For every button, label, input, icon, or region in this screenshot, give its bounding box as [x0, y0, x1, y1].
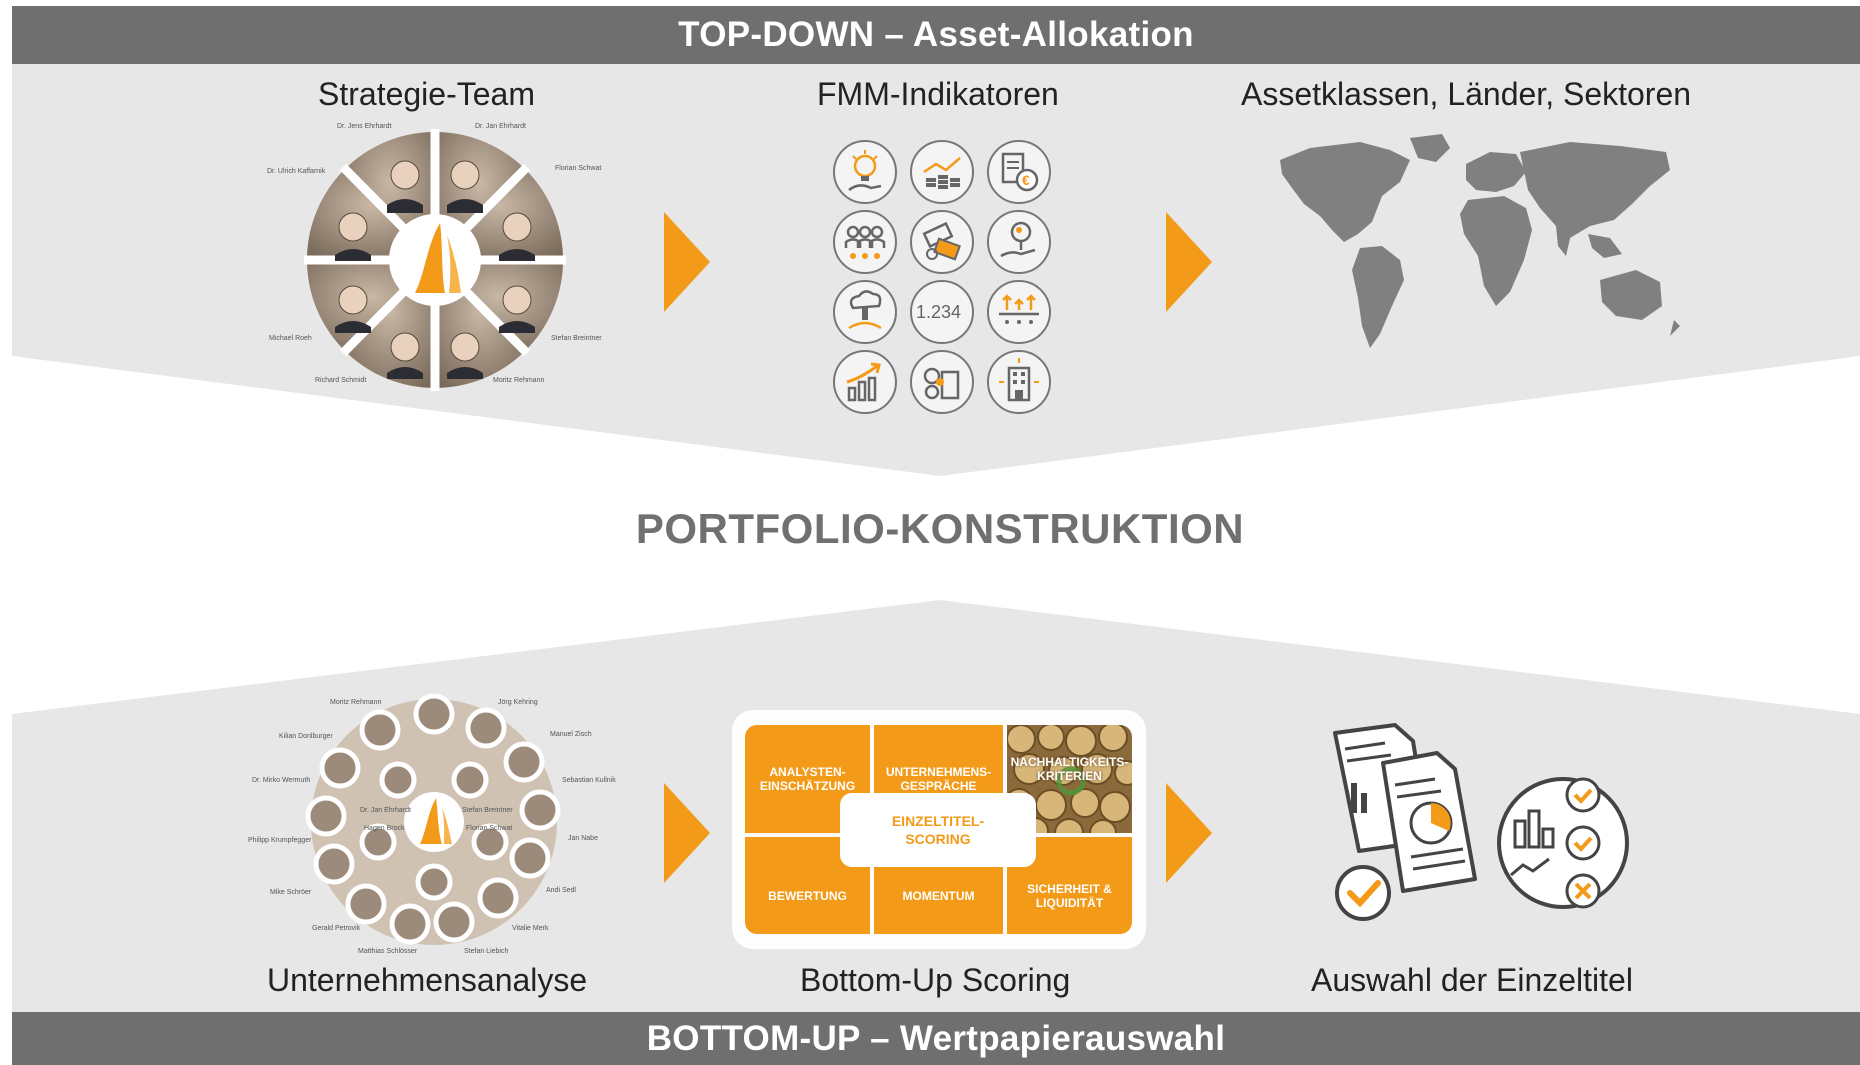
analyst-name: Matthias Schlösser	[358, 948, 418, 955]
analyst-name: Hagen Brock	[364, 825, 405, 832]
checklist-circle-icon	[1497, 777, 1629, 909]
bottom-up-scoring-title: Bottom-Up Scoring	[800, 962, 1071, 998]
team-name: Dr. Jan Ehrhardt	[475, 123, 526, 130]
south-america	[1352, 246, 1404, 348]
arrow-right-icon	[1166, 212, 1212, 312]
analyst-name: Philipp Krumpfegger	[248, 837, 312, 844]
bottom-up-band: BOTTOM-UP – Wertpapierauswahl	[12, 1012, 1860, 1065]
fmm-indicators-title: FMM-Indikatoren	[817, 76, 1059, 112]
company-analysis-title: Unternehmensanalyse	[267, 962, 588, 998]
analyst-name: Dr. Mirko Wermuth	[252, 777, 310, 784]
team-name: Moritz Rehmann	[493, 377, 544, 384]
arrow-right-icon	[664, 212, 710, 312]
fmm-indicator-grid: € 1.234	[825, 138, 1065, 418]
svg-text:€: €	[1022, 172, 1030, 188]
arrow-right-icon	[664, 783, 710, 883]
arrows-up-icon	[987, 280, 1051, 344]
tree-hand-icon	[987, 210, 1051, 274]
asia	[1520, 142, 1670, 238]
coin-stack-chart-icon	[910, 140, 974, 204]
analyst-name: Vitalie Merk	[512, 925, 549, 932]
north-america	[1280, 142, 1410, 242]
document-checklist-icon	[1333, 723, 1629, 921]
scoring-cell-sustainability: NACHHALTIGKEITS- KRITERIEN	[1010, 755, 1129, 783]
new-zealand	[1670, 320, 1680, 336]
people-stars-icon	[833, 210, 897, 274]
analyst-name: Manuel Zisch	[550, 731, 592, 738]
team-name-labels: Dr. Jens Ehrhardt Dr. Jan Ehrhardt Flori…	[267, 123, 602, 384]
single-stock-selection-title: Auswahl der Einzeltitel	[1311, 962, 1633, 998]
strategy-team-title: Strategie-Team	[318, 76, 535, 112]
southeast-asia	[1588, 234, 1622, 258]
svg-text:1.234: 1.234	[916, 302, 961, 322]
money-exchange-icon	[910, 210, 974, 274]
analyst-team-wheel: Moritz Rehmann Jörg Kehring Kilian Donlb…	[248, 693, 616, 955]
analyst-photo-tiles	[305, 693, 561, 945]
india	[1556, 226, 1572, 256]
team-name: Dr. Ulrich Kaffarnik	[267, 168, 326, 175]
portfolio-construction-title: PORTFOLIO-KONSTRUKTION	[635, 505, 1245, 552]
team-name: Stefan Breintner	[551, 335, 602, 342]
team-name: Florian Schwat	[555, 165, 601, 172]
nuclear-cloud-icon	[833, 280, 897, 344]
australia	[1600, 270, 1662, 320]
analyst-name: Stefan Breintner	[462, 807, 513, 814]
growth-chart-icon	[833, 350, 897, 414]
asset-classes-title: Assetklassen, Länder, Sektoren	[1241, 76, 1692, 112]
world-map	[1280, 134, 1680, 348]
analyst-name: Gerald Petrovik	[312, 925, 361, 932]
portrait-heads	[338, 160, 532, 362]
analyst-name: Florian Schwat	[466, 825, 512, 832]
single-stock-scoring-box: EINZELTITEL- SCORING	[840, 793, 1036, 867]
strategy-team-wheel: Dr. Jens Ehrhardt Dr. Jan Ehrhardt Flori…	[267, 123, 602, 391]
team-name: Dr. Jens Ehrhardt	[337, 123, 392, 130]
team-name: Michael Roeh	[269, 335, 312, 342]
pie-chart-icon	[1409, 801, 1453, 845]
number-display-icon: 1.234	[910, 280, 974, 344]
analyst-name: Andi Sedl	[546, 887, 576, 894]
analyst-name: Sebastian Kullnik	[562, 777, 616, 784]
analyst-name-labels: Moritz Rehmann Jörg Kehring Kilian Donlb…	[248, 699, 616, 955]
analyst-name: Jörg Kehring	[498, 699, 538, 706]
lightbulb-hand-icon	[833, 140, 897, 204]
analyst-name: Mike Schröer	[270, 889, 312, 896]
sail-logo-icon	[415, 223, 461, 293]
scoring-matrix: ANALYSTEN- EINSCHÄTZUNG UNTERNEHMENS- GE…	[735, 713, 1143, 946]
analyst-name: Moritz Rehmann	[330, 699, 381, 706]
check-circle-icon	[1335, 865, 1391, 921]
analyst-name: Stefan Liebich	[464, 948, 508, 955]
analyst-name: Kilian Donlburger	[279, 733, 333, 740]
sail-logo-icon	[420, 798, 452, 844]
africa	[1460, 196, 1532, 306]
euro-document-icon: €	[987, 140, 1051, 204]
office-building-icon	[987, 350, 1051, 414]
analyst-name: Dr. Jan Ehrhardt	[360, 807, 411, 814]
europe	[1466, 152, 1526, 192]
analyst-name: Jan Nabe	[568, 835, 598, 842]
greenland	[1410, 134, 1450, 162]
team-name: Richard Schmidt	[315, 377, 366, 384]
arrow-right-icon	[1166, 783, 1212, 883]
gears-building-icon	[910, 350, 974, 414]
portrait-suits	[335, 199, 535, 379]
top-down-band: TOP-DOWN – Asset-Allokation	[12, 6, 1860, 64]
